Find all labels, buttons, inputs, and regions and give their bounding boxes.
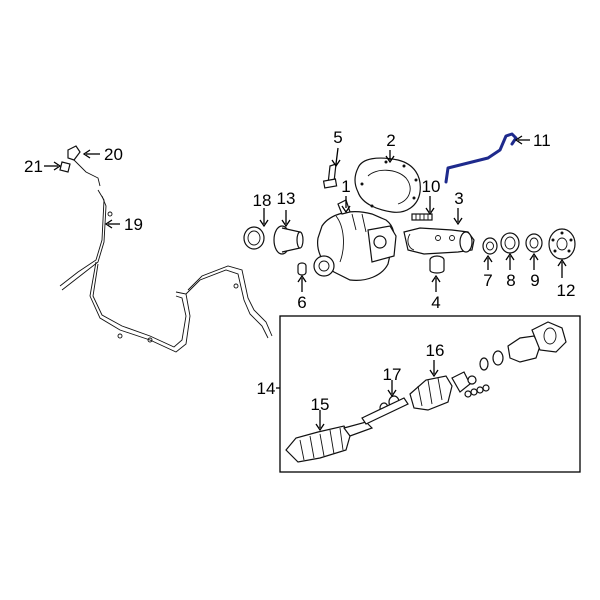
callout-11: 11 xyxy=(533,131,551,150)
callout-12: 12 xyxy=(557,281,576,300)
callout-6: 6 xyxy=(297,293,306,312)
part-19-vent-tube xyxy=(59,189,273,353)
callout-14: 14 xyxy=(257,379,276,398)
part-16-outer-boot xyxy=(409,375,453,411)
callout-19: 19 xyxy=(124,215,143,234)
part-10-bolt xyxy=(411,213,433,221)
part-14-box xyxy=(279,315,581,473)
callout-1: 1 xyxy=(341,177,350,196)
callout-16: 16 xyxy=(426,341,445,360)
part-7-seal xyxy=(482,237,498,255)
part-18-seal xyxy=(243,226,265,250)
part-20-actuator xyxy=(67,145,101,187)
part-12-hub-flange xyxy=(548,228,576,260)
part-4-bushing xyxy=(429,255,445,274)
leader-lines xyxy=(44,135,567,432)
part-9-seal xyxy=(525,233,543,253)
part-6-clip xyxy=(297,262,307,276)
part-21-connector xyxy=(59,161,71,173)
part-1-differential-carrier xyxy=(313,199,397,281)
part-13-pinion-flange xyxy=(273,225,304,255)
callout-2: 2 xyxy=(386,131,395,150)
callout-7: 7 xyxy=(483,271,492,290)
callout-5: 5 xyxy=(333,128,342,147)
part-3-axle-housing xyxy=(403,227,475,255)
callout-18: 18 xyxy=(253,191,272,210)
callout-9: 9 xyxy=(530,271,539,290)
part-2-differential-cover xyxy=(354,157,421,213)
part-15-cv-joint xyxy=(285,421,374,463)
callout-20: 20 xyxy=(104,145,123,164)
callout-3: 3 xyxy=(454,189,463,208)
part-11-vent-hose[interactable] xyxy=(444,132,518,184)
callout-15: 15 xyxy=(311,395,330,414)
callout-4: 4 xyxy=(431,293,440,312)
outer-housing xyxy=(507,321,567,363)
part-5-bolt xyxy=(322,163,338,189)
callout-13: 13 xyxy=(277,189,296,208)
axle-shaft xyxy=(361,397,409,425)
inner-joint-components xyxy=(451,350,504,398)
callout-10: 10 xyxy=(422,177,441,196)
callout-21: 21 xyxy=(24,157,43,176)
part-8-bearing xyxy=(500,232,520,254)
callout-17: 17 xyxy=(383,365,402,384)
callout-8: 8 xyxy=(506,271,515,290)
